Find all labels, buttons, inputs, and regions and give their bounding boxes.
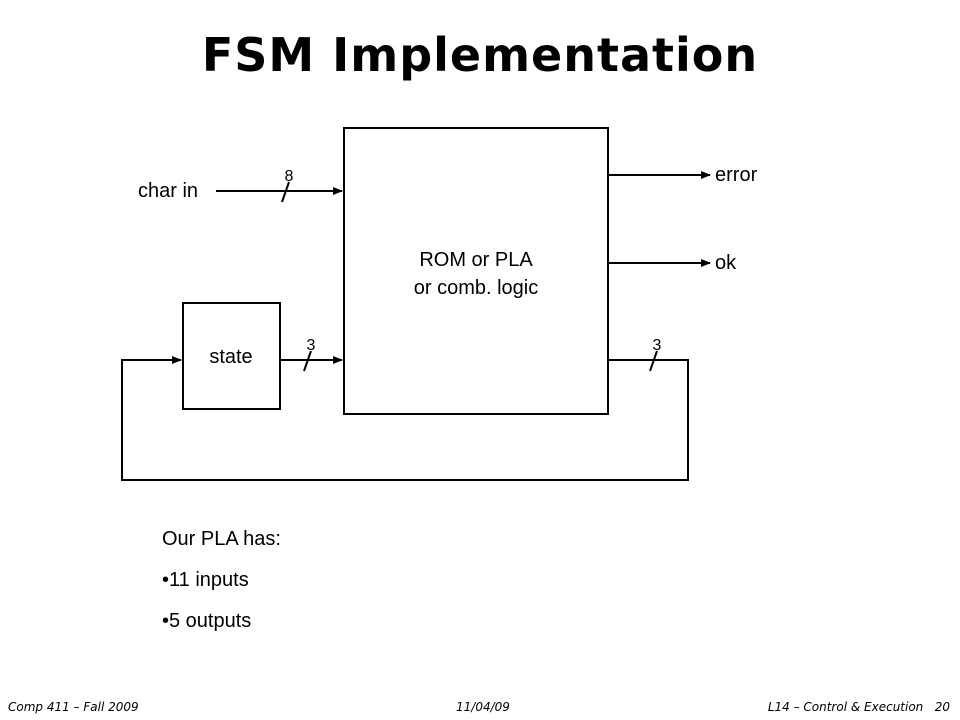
- pla-notes: Our PLA has: •11 inputs •5 outputs: [162, 528, 281, 651]
- notes-heading: Our PLA has:: [162, 528, 281, 550]
- logic-block-label-line2: or comb. logic: [414, 277, 539, 299]
- state-in-bus-slash: [303, 350, 312, 372]
- feedback-loop: [121, 356, 689, 481]
- footer-date: 11/04/09: [456, 700, 510, 714]
- input-bus-slash: [281, 181, 290, 203]
- logic-block-label-line1: ROM or PLA: [419, 249, 533, 271]
- notes-item-inputs: •11 inputs: [162, 569, 249, 591]
- notes-item-outputs: •5 outputs: [162, 610, 252, 632]
- state-out-bus-width: 3: [653, 337, 662, 354]
- logic-block: [343, 127, 609, 415]
- state-block: [182, 302, 281, 410]
- error-output-label: error: [715, 164, 758, 186]
- state-in-bus-width: 3: [307, 337, 316, 354]
- ok-output-label: ok: [715, 252, 737, 274]
- input-bus-width: 8: [285, 168, 294, 185]
- state-block-label: state: [209, 346, 252, 368]
- footer-course: Comp 411 – Fall 2009: [8, 700, 139, 714]
- slide-title: FSM Implementation: [201, 28, 759, 82]
- input-label: char in: [138, 180, 198, 202]
- footer-lecture: L14 – Control & Execution 20: [767, 700, 950, 714]
- state-out-bus-slash: [649, 350, 658, 372]
